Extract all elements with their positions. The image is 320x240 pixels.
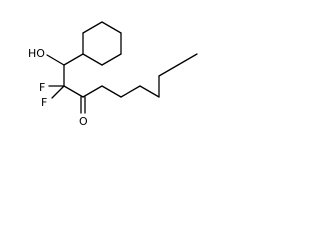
fluorine-label: F <box>39 81 45 94</box>
hydroxyl-label: HO <box>28 47 45 60</box>
cf2-carbonyl-bond <box>63 85 84 98</box>
chain-bond <box>101 85 122 98</box>
ring-bond <box>82 21 103 34</box>
chain-bond <box>158 64 179 77</box>
chain-bond <box>139 85 160 98</box>
chain-bond <box>177 53 198 66</box>
cyclohexyl-ring <box>82 21 122 66</box>
ring-bond <box>101 21 122 34</box>
chemical-structure: HO F F O <box>28 21 198 128</box>
ring-bond <box>101 53 122 66</box>
fluorine-label: F <box>41 96 47 109</box>
chain-bond <box>120 85 141 98</box>
ring-bond <box>82 53 103 66</box>
heptyl-chain <box>82 53 198 98</box>
chain-bond <box>82 85 103 98</box>
cf2-f-bond <box>51 85 65 99</box>
carbonyl-oxygen-label: O <box>79 115 88 128</box>
ring-to-carbinol-bond <box>63 53 84 66</box>
carbinol-oh-bond <box>46 54 65 66</box>
